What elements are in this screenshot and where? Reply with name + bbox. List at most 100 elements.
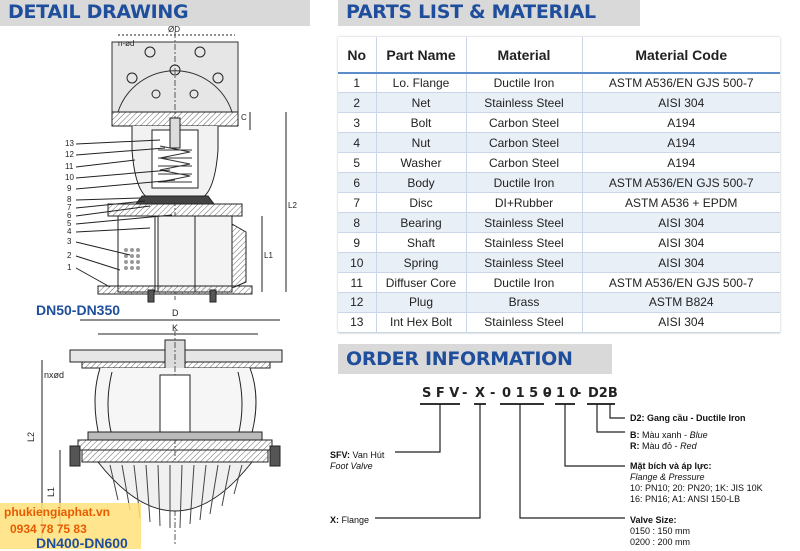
cell-part-name: Net [375,92,466,114]
dim-k: K [172,323,178,333]
dim-l2: L2 [288,201,297,210]
parts-table-header-row: No Part Name Material Material Code [338,37,780,74]
cell-material: Carbon Steel [465,132,582,154]
size-1: 0150 : 150 mm [630,526,691,536]
code-size: 0 1 5 0 [502,386,552,401]
r-en: Red [680,441,697,451]
detail-drawing-title: DETAIL DRAWING [8,1,189,23]
callout-1: 1 [67,263,72,272]
conn-line2: 16: PN16; A1: ANSI 150-LB [630,494,741,504]
cell-no: 6 [338,172,376,194]
cell-material: Stainless Steel [465,312,582,334]
code-underline [500,403,544,405]
col-part-name: Part Name [375,37,466,74]
code-underline [420,403,460,405]
callout-3: 3 [67,237,72,246]
callout-6: 6 [67,211,72,220]
order-material-desc: D2: Gang cầu - Ductile Iron [630,413,746,424]
parts-list-title: PARTS LIST & MATERIAL [346,1,596,23]
r-key: R: [630,441,640,451]
dim-l1: L1 [264,251,273,260]
cell-part-name: Bolt [375,112,466,134]
cell-material-code: ASTM A536/EN GJS 500-7 [581,73,780,94]
dim-l2-bottom: L2 [26,432,36,442]
cell-part-name: Plug [375,292,466,313]
cell-material: Ductile Iron [465,172,582,194]
dim-od: ØD [168,25,180,34]
order-information-header: ORDER INFORMATION [338,344,612,374]
code-dash: - [576,386,582,401]
callout-2: 2 [67,251,72,260]
cell-material: Ductile Iron [465,272,582,293]
cell-no: 11 [338,272,376,293]
top-valve-drawing [75,32,287,303]
cell-no: 12 [338,292,376,313]
code-underline [474,403,486,405]
cell-material: Stainless Steel [465,232,582,254]
cell-material-code: AISI 304 [581,212,780,234]
code-x: X [475,386,486,401]
order-sfv-desc: SFV: Van Hút Foot Valve [330,450,384,472]
cell-no: 10 [338,252,376,274]
cell-material-code: AISI 304 [581,252,780,274]
b-en: Blue [689,430,708,440]
dim-nd: n-ød [118,39,134,48]
cell-material-code: ASTM B824 [581,292,780,313]
code-sfv: S F V [422,386,460,401]
callout-12: 12 [65,150,74,159]
cell-no: 7 [338,192,376,214]
code-dash: - [490,386,496,401]
cell-no: 5 [338,152,376,174]
cell-no: 4 [338,132,376,154]
order-color-desc: B: Màu xanh - Blue R: Màu đỏ - Red [630,430,708,452]
cell-material: Carbon Steel [465,152,582,174]
code-dash: - [545,386,551,401]
order-size-desc: Valve Size: 0150 : 150 mm 0200 : 200 mm [630,515,690,548]
col-material: Material [465,37,582,74]
conn-line1: 10: PN10; 20: PN20; 1K: JIS 10K [630,483,763,493]
bolt-hole [189,89,199,99]
x-text: Flange [341,515,370,525]
cell-part-name: Lo. Flange [375,73,466,94]
bolt-hole [144,46,156,58]
detail-drawing-header: DETAIL DRAWING [0,0,310,26]
cell-no: 2 [338,92,376,114]
code-color: D2B [588,386,618,401]
callout-8: 8 [67,195,72,204]
watermark-phone: 0934 78 75 83 [10,522,87,536]
cell-material-code: A194 [581,112,780,134]
model-range-label-small: DN50-DN350 [36,302,121,318]
callout-4: 4 [67,227,72,236]
cell-material-code: A194 [581,132,780,154]
x-key: X: [330,515,339,525]
cell-no: 13 [338,312,376,334]
dim-l1-bottom: L1 [46,487,56,497]
dim-c: C [241,113,247,122]
code-underline [587,403,615,405]
callout-5: 5 [67,219,72,228]
order-information-title: ORDER INFORMATION [346,348,573,370]
cell-part-name: Body [375,172,466,194]
col-material-code: Material Code [581,37,780,74]
bolt-hole [151,89,161,99]
cell-part-name: Nut [375,132,466,154]
watermark-site: phukiengiaphat.vn [4,505,111,519]
code-pressure: 1 0 [556,386,579,401]
cell-part-name: Shaft [375,232,466,254]
callout-7: 7 [67,203,72,212]
cell-material: Stainless Steel [465,92,582,114]
order-pressure-desc: Mặt bích và áp lực: Flange & Pressure 10… [630,461,763,505]
conn-en: Flange & Pressure [630,472,705,482]
conn-title: Mặt bích và áp lực: [630,461,712,471]
sfv-key: SFV: [330,450,351,460]
bolt-hole [194,46,206,58]
